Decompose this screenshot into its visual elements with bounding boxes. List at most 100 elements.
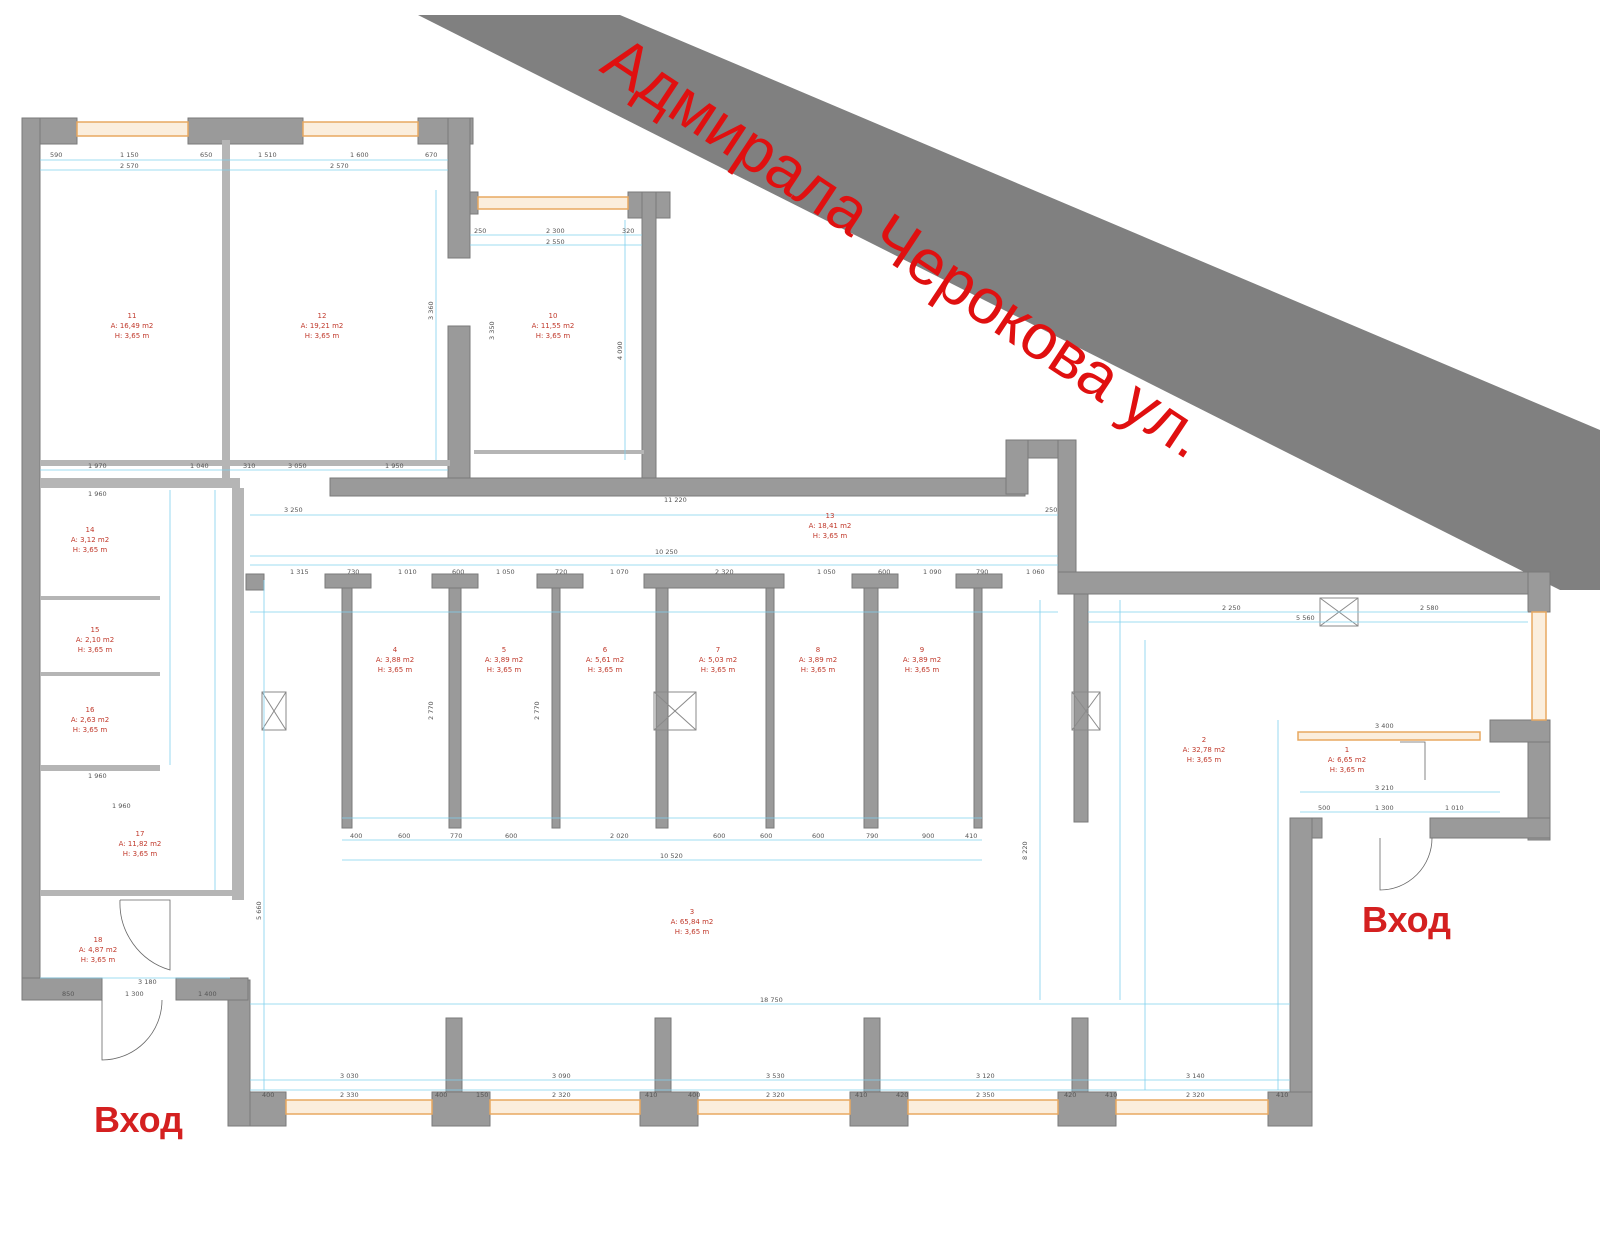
dim-label: 670: [425, 151, 437, 159]
dim-label: 420: [896, 1091, 908, 1099]
dim-label: 1 090: [923, 568, 942, 576]
room-area: A: 3,89 m2: [799, 656, 837, 664]
dim-label: 1 300: [125, 990, 144, 998]
room-number: 15: [91, 626, 100, 634]
room-number: 17: [136, 830, 145, 838]
dim-label: 420: [1064, 1091, 1076, 1099]
room-height: H: 3,65 m: [73, 726, 108, 734]
room-height: H: 3,65 m: [115, 332, 150, 340]
room-3: 3 A: 65,84 m2 H: 3,65 m: [671, 908, 714, 936]
room-5: 5 A: 3,89 m2 H: 3,65 m: [485, 646, 523, 674]
dim-label: 2 300: [546, 227, 565, 235]
room-height: H: 3,65 m: [905, 666, 940, 674]
room-4: 4 A: 3,88 m2 H: 3,65 m: [376, 646, 414, 674]
dim-label: 320: [622, 227, 634, 235]
dim-label: 1 970: [88, 462, 107, 470]
dim-label: 10 250: [655, 548, 678, 556]
room-number: 1: [1345, 746, 1349, 754]
room-height: H: 3,65 m: [701, 666, 736, 674]
dim-label: 5 560: [1296, 614, 1315, 622]
room-7: 7 A: 5,03 m2 H: 3,65 m: [699, 646, 737, 674]
room-height: H: 3,65 m: [675, 928, 710, 936]
room-height: H: 3,65 m: [378, 666, 413, 674]
dim-label: 3 530: [766, 1072, 785, 1080]
dimension-lines: [40, 159, 1528, 1091]
dim-label: 3 090: [552, 1072, 571, 1080]
dim-label: 150: [476, 1091, 488, 1099]
dim-label: 2 320: [1186, 1091, 1205, 1099]
dim-label: 2 770: [533, 701, 541, 720]
dim-label: 600: [505, 832, 517, 840]
dim-label: 400: [435, 1091, 447, 1099]
room-number: 16: [86, 706, 95, 714]
dim-label: 8 220: [1021, 841, 1029, 860]
dim-label: 1 960: [88, 490, 107, 498]
dim-label: 18 750: [760, 996, 783, 1004]
room-area: A: 2,63 m2: [71, 716, 109, 724]
room-10: 10 A: 11,55 m2 H: 3,65 m: [532, 312, 575, 340]
dim-label: 250: [1045, 506, 1057, 514]
dim-label: 2 770: [427, 701, 435, 720]
room-height: H: 3,65 m: [123, 850, 158, 858]
room-area: A: 3,89 m2: [903, 656, 941, 664]
dim-label: 1 600: [350, 151, 369, 159]
dim-label: 2 570: [120, 162, 139, 170]
walls: [21, 117, 1551, 1127]
dim-label: 2 350: [976, 1091, 995, 1099]
dim-label: 3 030: [340, 1072, 359, 1080]
room-height: H: 3,65 m: [801, 666, 836, 674]
room-area: A: 4,87 m2: [79, 946, 117, 954]
dim-label: 3 400: [1375, 722, 1394, 730]
room-6: 6 A: 5,61 m2 H: 3,65 m: [586, 646, 624, 674]
room-number: 12: [318, 312, 327, 320]
dim-label: 400: [350, 832, 362, 840]
dim-label: 1 150: [120, 151, 139, 159]
room-number: 5: [502, 646, 506, 654]
room-number: 6: [603, 646, 608, 654]
room-11: 11 A: 16,49 m2 H: 3,65 m: [111, 312, 154, 340]
room-area: A: 3,88 m2: [376, 656, 414, 664]
dim-label: 730: [347, 568, 359, 576]
dim-label: 900: [922, 832, 934, 840]
dim-label: 410: [1276, 1091, 1288, 1099]
dim-label: 3 250: [284, 506, 303, 514]
dim-label: 410: [1105, 1091, 1117, 1099]
room-area: A: 32,78 m2: [1183, 746, 1226, 754]
dim-label: 600: [713, 832, 725, 840]
entrance-label-right: Вход: [1362, 899, 1451, 940]
street-banner: Адмирала Черокова ул.: [418, 15, 1600, 590]
dim-label: 790: [866, 832, 878, 840]
room-height: H: 3,65 m: [536, 332, 571, 340]
dim-label: 2 330: [340, 1091, 359, 1099]
room-number: 3: [690, 908, 694, 916]
room-area: A: 5,03 m2: [699, 656, 737, 664]
dim-label: 1 060: [1026, 568, 1045, 576]
dim-label: 600: [878, 568, 890, 576]
room-height: H: 3,65 m: [305, 332, 340, 340]
dim-label: 790: [976, 568, 988, 576]
room-number: 4: [393, 646, 398, 654]
dim-label: 1 950: [385, 462, 404, 470]
street-band: [418, 15, 1600, 590]
dim-label: 1 050: [817, 568, 836, 576]
room-number: 13: [826, 512, 835, 520]
dim-label: 2 580: [1420, 604, 1439, 612]
dim-label: 600: [760, 832, 772, 840]
dim-label: 850: [62, 990, 74, 998]
dim-label: 1 960: [112, 802, 131, 810]
dim-label: 720: [555, 568, 567, 576]
dim-label: 2 550: [546, 238, 565, 246]
dim-label: 1 960: [88, 772, 107, 780]
dim-label: 2 020: [610, 832, 629, 840]
room-height: H: 3,65 m: [1187, 756, 1222, 764]
room-1: 1 A: 6,65 m2 H: 3,65 m: [1328, 746, 1366, 774]
dim-label: 2 250: [1222, 604, 1241, 612]
room-2: 2 A: 32,78 m2 H: 3,65 m: [1183, 736, 1226, 764]
room-number: 11: [128, 312, 137, 320]
dim-label: 310: [243, 462, 255, 470]
dimension-labels: 590 1 150 650 1 510 1 600 670 2 570 2 57…: [50, 151, 1464, 1099]
room-area: A: 19,21 m2: [301, 322, 344, 330]
room-height: H: 3,65 m: [73, 546, 108, 554]
doors: [101, 741, 1433, 1061]
